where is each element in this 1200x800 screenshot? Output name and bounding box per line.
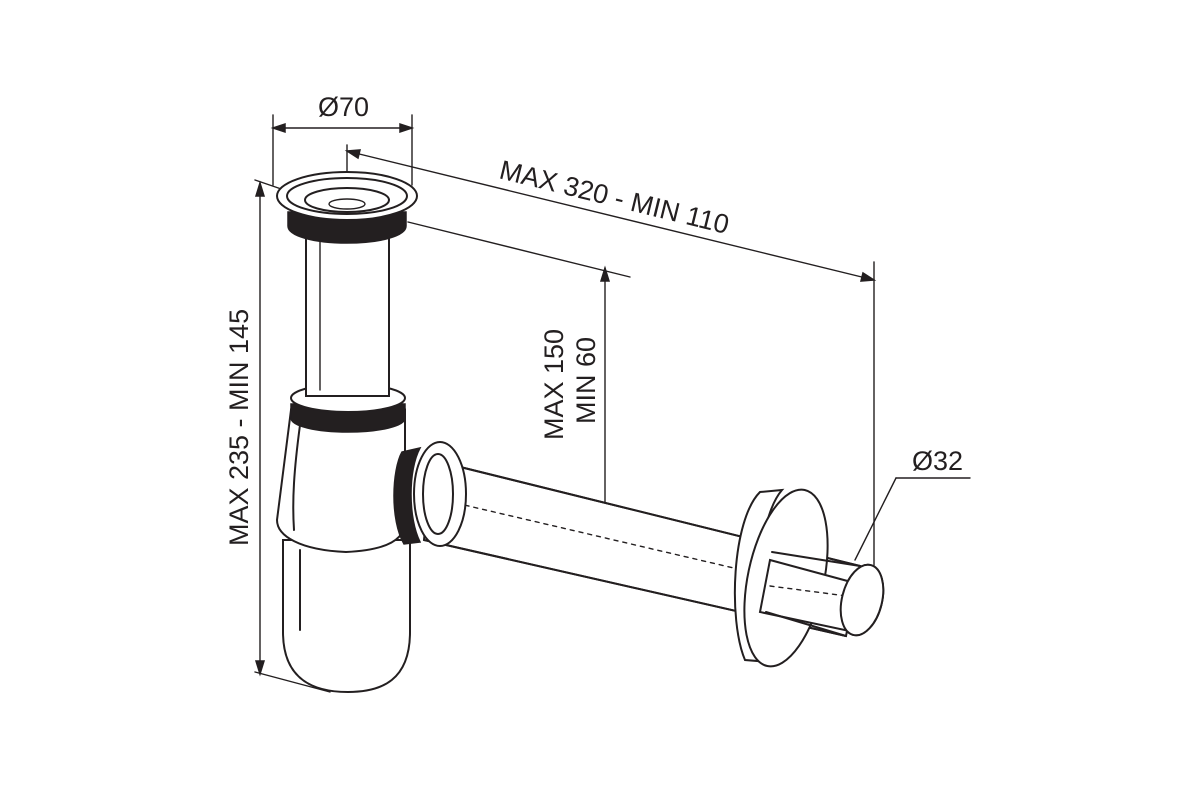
outlet-pipe xyxy=(393,441,885,668)
siphon-body xyxy=(275,171,418,694)
outlet-length-label: MAX 320 - MIN 110 xyxy=(497,155,732,240)
dimension-lines xyxy=(254,114,971,693)
flange-diameter-label: Ø70 xyxy=(318,92,369,122)
outlet-height-max-label: MAX 150 xyxy=(539,329,569,440)
total-height-label: MAX 235 - MIN 145 xyxy=(224,309,254,546)
outlet-height-min-label: MIN 60 xyxy=(571,337,601,424)
pipe-diameter-label: Ø32 xyxy=(912,446,963,476)
